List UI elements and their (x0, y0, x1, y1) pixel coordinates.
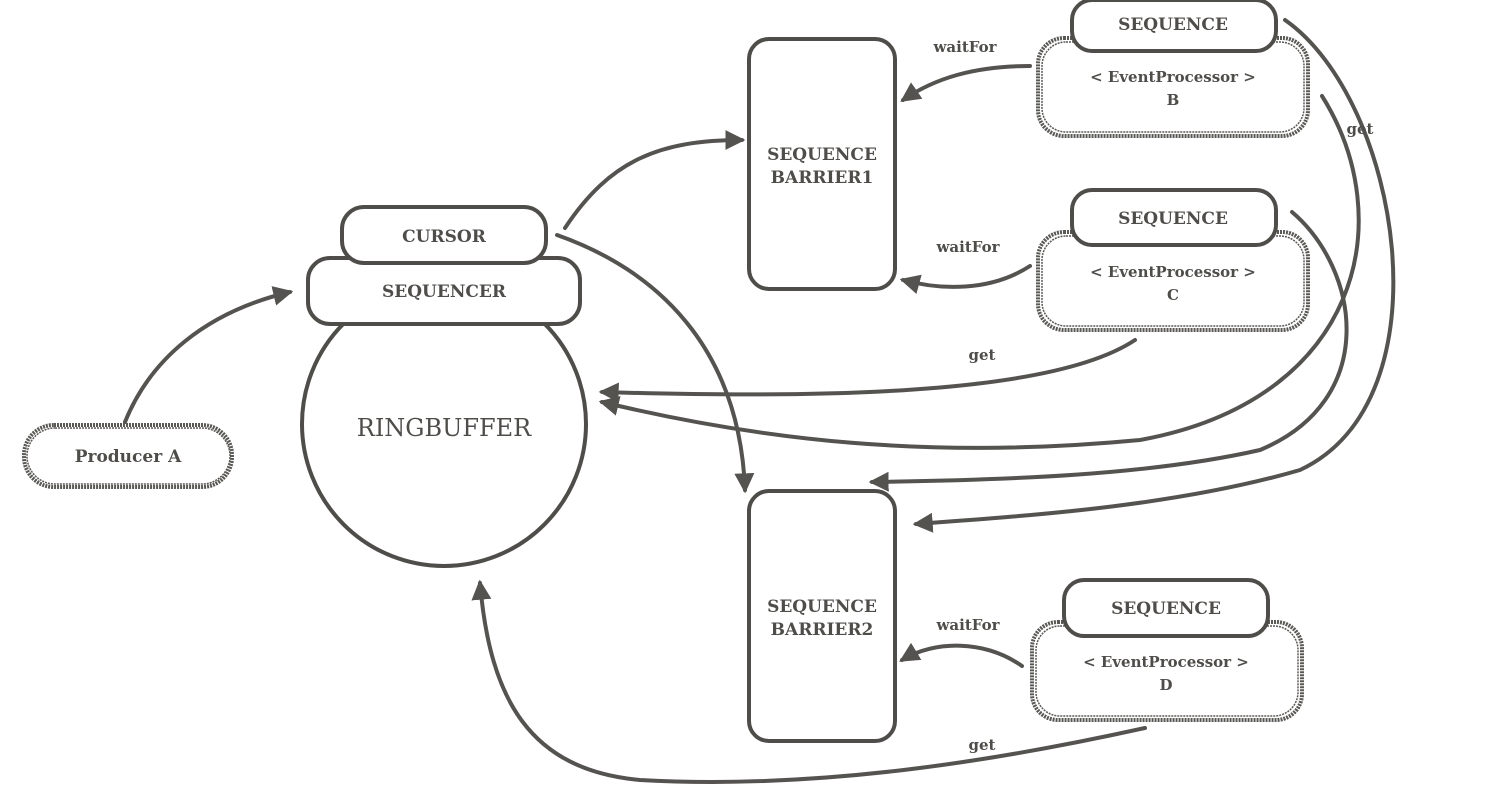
sequence-b: SEQUENCE (1070, 0, 1278, 53)
barrier1-label-line1: SEQUENCE (767, 145, 877, 165)
edge-labels: waitFor waitFor waitFor get get get (933, 38, 1374, 754)
arrow-seq-b-to-barrier2 (912, 18, 1396, 533)
cursor-node: CURSOR (340, 205, 548, 265)
arrow-cursor-to-barrier1 (563, 130, 746, 230)
sequence-b-label: SEQUENCE (1118, 15, 1228, 35)
producer-label: Producer A (75, 447, 182, 467)
arrow-waitfor-c (899, 264, 1032, 294)
processor-b-name: < EventProcessor > (1090, 68, 1256, 86)
cursor-label: CURSOR (402, 227, 487, 247)
processor-d-id: D (1159, 676, 1172, 694)
sequence-barrier-1: SEQUENCE BARRIER1 (747, 37, 897, 291)
barrier2-label-line2: BARRIER2 (771, 620, 874, 640)
arrow-waitfor-d (899, 642, 1024, 668)
waitfor-c-label: waitFor (936, 238, 1001, 256)
barrier1-label-line2: BARRIER1 (771, 168, 874, 188)
waitfor-d-label: waitFor (936, 616, 1001, 634)
arrow-producer-to-sequencer (123, 286, 294, 424)
arrow-cursor-to-barrier2 (555, 233, 755, 494)
producer-node: Producer A (22, 423, 234, 489)
sequence-barrier-2: SEQUENCE BARRIER2 (747, 489, 897, 743)
get-c-label: get (969, 346, 996, 364)
processor-b-id: B (1167, 91, 1180, 109)
arrow-get-b (598, 94, 1361, 450)
arrow-waitfor-b (900, 64, 1032, 102)
get-d-label: get (969, 736, 996, 754)
sequence-c: SEQUENCE (1070, 188, 1278, 247)
waitfor-b-label: waitFor (933, 38, 998, 56)
get-b-label: get (1347, 120, 1374, 138)
sequence-d-label: SEQUENCE (1111, 599, 1221, 619)
ringbuffer-node: RINGBUFFER (300, 280, 588, 568)
sequence-d: SEQUENCE (1062, 578, 1270, 638)
sequencer-node: SEQUENCER (306, 256, 582, 326)
processor-d-name: < EventProcessor > (1083, 653, 1249, 671)
processor-c-id: C (1167, 286, 1179, 304)
sequencer-label: SEQUENCER (382, 282, 507, 302)
sequence-c-label: SEQUENCE (1118, 209, 1228, 229)
barrier2-label-line1: SEQUENCE (767, 597, 877, 617)
ringbuffer-label: RINGBUFFER (357, 414, 532, 442)
arrow-seq-c-to-barrier2 (868, 210, 1349, 492)
event-processor-c: < EventProcessor > C (1036, 230, 1310, 332)
arrow-get-d (471, 579, 1147, 784)
event-processor-b: < EventProcessor > B (1036, 36, 1310, 138)
processor-c-name: < EventProcessor > (1090, 263, 1256, 281)
arrow-get-c (598, 338, 1137, 403)
arrows (123, 18, 1396, 784)
